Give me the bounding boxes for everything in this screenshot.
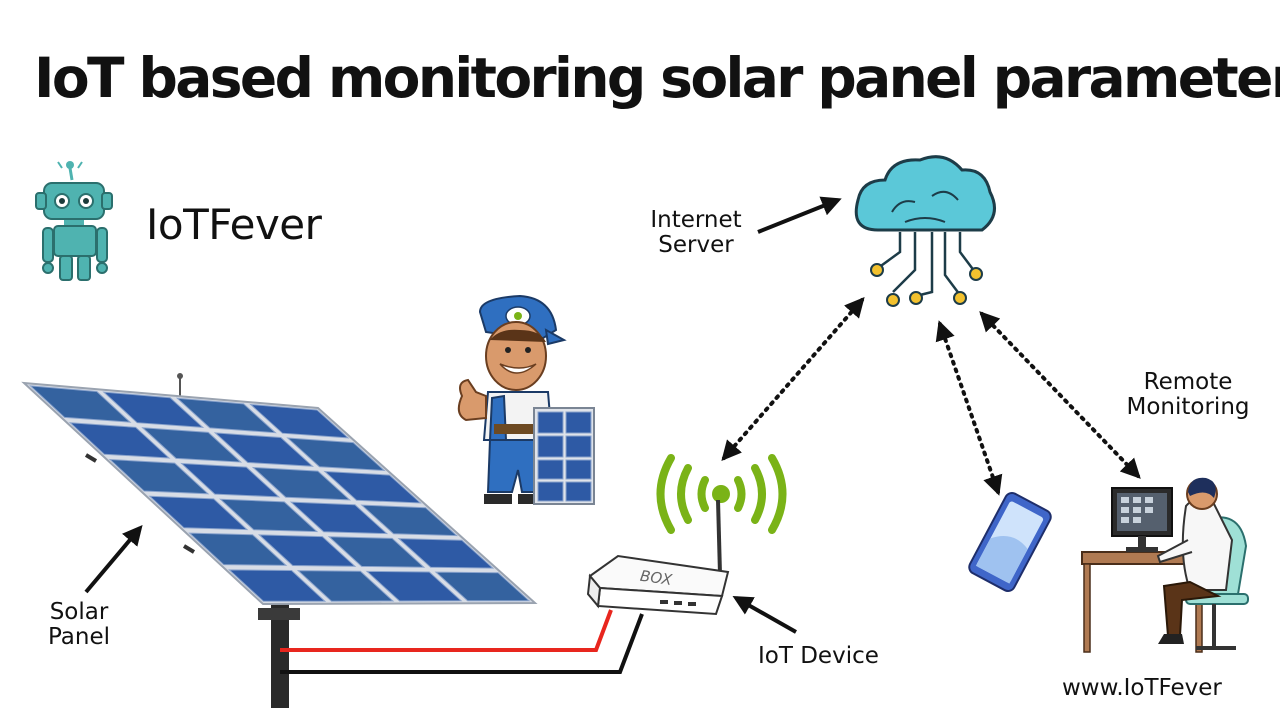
cloud-to-phone-arrow <box>935 320 1003 496</box>
solar-cell <box>108 458 210 495</box>
technician-icon <box>457 294 595 505</box>
solar-cell <box>188 532 288 566</box>
solar-panel-label-line1: Solar <box>49 599 109 625</box>
solar-cell <box>360 504 459 537</box>
wifi-signal-icon <box>656 454 787 534</box>
solar-cell <box>434 571 531 602</box>
wifi-center-dot <box>712 485 730 503</box>
person-at-computer-icon <box>1081 477 1249 653</box>
cloud-server-icon <box>854 155 996 307</box>
remote-monitoring-label-line2: Monitoring <box>1126 394 1250 420</box>
technician-panel <box>533 407 595 505</box>
page-title: IoT based monitoring solar panel paramet… <box>34 46 1280 110</box>
cloud-to-iot-arrow <box>721 296 865 462</box>
solar-cell <box>286 437 386 472</box>
solar-cell <box>213 432 314 467</box>
solar-panel-arrow <box>84 524 143 594</box>
solar-cell <box>175 397 277 434</box>
iot-router-icon: BOX <box>586 499 730 616</box>
robot-icon <box>35 161 113 281</box>
solar-cell <box>365 570 463 602</box>
internet-server-label-line2: Server <box>658 232 734 258</box>
internet-server-arrow <box>757 196 842 234</box>
solar-cell <box>327 536 426 568</box>
device-box-text: BOX <box>639 567 674 589</box>
solar-cell <box>148 495 249 531</box>
website-label: www.IoTFever <box>1062 675 1222 701</box>
solar-cell <box>323 470 422 504</box>
solar-cell <box>141 427 243 463</box>
solar-cell <box>228 569 327 602</box>
internet-server-label: Internet Server <box>638 208 754 258</box>
solar-cells <box>28 385 531 602</box>
internet-server-label-line1: Internet <box>650 207 742 233</box>
remote-monitoring-label-line1: Remote <box>1143 369 1233 395</box>
solar-cell <box>180 462 281 498</box>
solar-cell <box>397 538 495 569</box>
solar-panel-label: Solar Panel <box>36 600 122 650</box>
solar-cell <box>251 466 352 501</box>
solar-cell <box>296 570 395 602</box>
iot-device-arrow <box>732 596 797 634</box>
solar-cell <box>28 385 132 423</box>
solar-cell <box>68 422 171 459</box>
solar-panel-icon <box>21 373 538 708</box>
red-wire <box>280 609 613 652</box>
solar-cell <box>249 403 350 439</box>
iot-device-label: IoT Device <box>758 643 879 669</box>
solar-cell <box>102 391 205 429</box>
remote-monitoring-label: Remote Monitoring <box>1110 370 1266 420</box>
brand-name: IoTFever <box>146 200 322 249</box>
solar-panel-label-line2: Panel <box>47 624 111 650</box>
solar-cell <box>289 501 389 535</box>
solar-cell <box>257 534 357 567</box>
solar-cell <box>219 498 319 533</box>
cloud-to-computer-arrow <box>979 311 1141 479</box>
black-wire <box>280 613 644 674</box>
smartphone-icon <box>968 491 1052 593</box>
